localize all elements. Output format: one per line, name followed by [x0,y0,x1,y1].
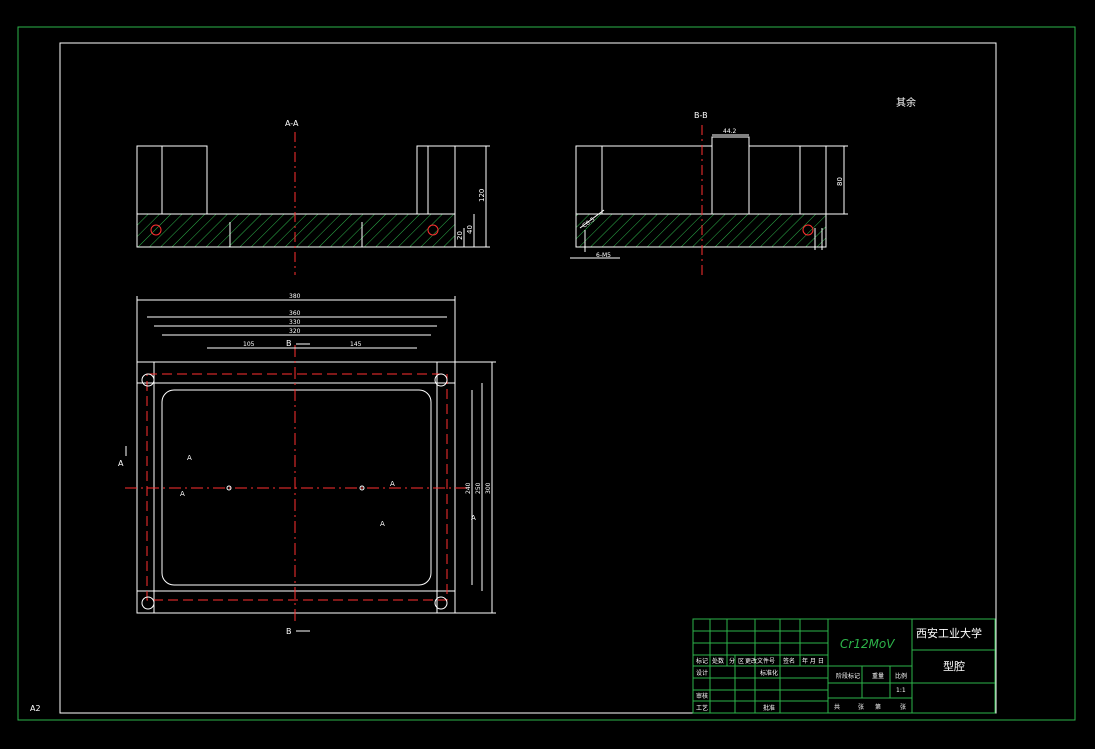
header-sign: 签名 [783,657,795,665]
sheet-border [17,26,1076,721]
section-mark-b-top: B [286,339,292,348]
std-label: 标准化 [760,669,778,677]
dim-aa-120: 120 [478,189,486,202]
dim-plan-380: 380 [289,293,301,300]
plan-view: 380 360 330 320 105 145 240 250 300 B B … [118,293,496,636]
dim-bb-thread: 6-M5 [596,252,611,259]
section-bb-hatch [576,214,826,247]
header-count: 处数 [712,657,724,665]
section-mark-a-3: A [390,480,395,488]
plan-cavity [161,389,432,586]
section-bb-view: B-B 44.2 80 C0.5 6-M5 [570,111,848,275]
dim-plan-360: 360 [289,310,301,317]
dim-plan-300: 300 [485,482,492,494]
section-mark-a-left: A [118,459,124,468]
dim-plan-240: 240 [465,482,472,494]
dim-plan-105: 105 [243,341,255,348]
section-mark-a-right: A [471,514,476,522]
sheet-info-4: 张 [900,703,906,711]
section-aa-view: A-A 120 40 20 [136,119,490,275]
section-mark-a-1: A [187,454,192,462]
material-label: Cr12MoV [840,637,895,651]
remark-text: 其余 [896,96,916,109]
section-mark-a-2: A [180,490,185,498]
section-aa-label: A-A [285,119,299,128]
weight-label: 重量 [872,672,884,680]
title-block-text: Cr12MoV 西安工业大学 型腔 标记 设计 审核 工艺 处数 分 区 更改文… [696,626,982,712]
sheet-info-3: 第 [875,703,881,711]
row-label-mark: 标记 [696,657,708,665]
dim-bb-80: 80 [836,177,844,186]
header-zone: 区 [738,658,744,665]
dim-aa-20: 20 [456,231,464,240]
school-name: 西安工业大学 [916,626,982,640]
sheet-info-2: 张 [858,703,864,711]
scale-value: 1:1 [896,687,906,694]
row-label-review: 审核 [696,692,708,700]
sheet-info-1: 共 [834,703,840,711]
title-block [692,618,996,714]
section-bb-boss [711,136,750,215]
part-name: 型腔 [943,659,965,673]
dim-plan-330: 330 [289,319,301,326]
section-aa-hatch [137,214,455,247]
dim-plan-145: 145 [350,341,362,348]
dim-bb-44: 44.2 [723,128,737,135]
header-sep: 分 [729,657,735,665]
section-mark-b-bottom: B [286,627,292,636]
header-date: 年 月 日 [802,657,824,665]
row-label-process: 工艺 [696,704,708,712]
section-aa-outline [136,145,456,248]
dim-plan-320: 320 [289,328,301,335]
stage-label: 阶段标记 [836,672,860,680]
row-label-design: 设计 [696,669,708,677]
section-bb-label: B-B [694,111,708,120]
scale-label: 比例 [895,672,907,680]
sheet-size-label: A2 [30,704,41,713]
header-doc: 更改文件号 [745,657,775,665]
dim-plan-250: 250 [475,482,482,494]
dim-aa-40: 40 [466,225,474,234]
approve-label: 批准 [763,704,775,712]
section-mark-a-4: A [380,520,385,528]
